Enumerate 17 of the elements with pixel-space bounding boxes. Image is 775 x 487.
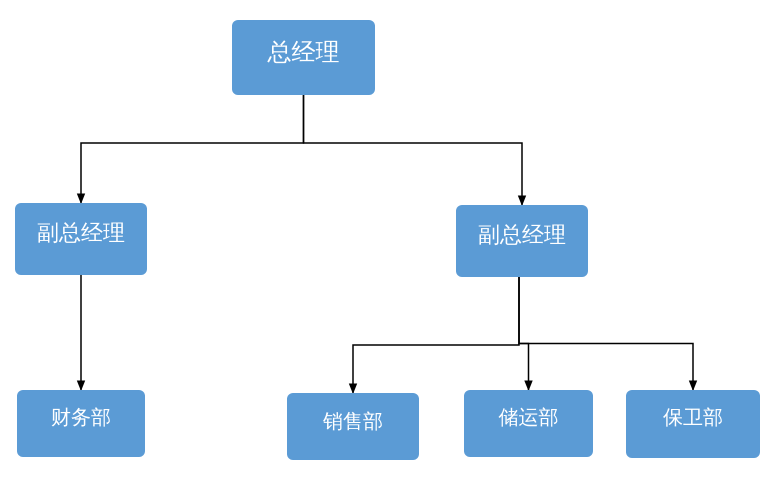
box-label: 副总经理 — [477, 222, 567, 250]
box-label: 财务部 — [50, 404, 112, 431]
org-box — [17, 390, 145, 457]
arrow — [76, 275, 86, 392]
arrow — [518, 277, 698, 392]
org-box — [287, 393, 419, 460]
box-label: 储运部 — [498, 404, 560, 431]
box-label: 销售部 — [322, 408, 384, 435]
org-box — [232, 20, 375, 95]
box-label: 保卫部 — [662, 404, 724, 431]
box-label: 总经理 — [266, 37, 340, 68]
org-box — [456, 205, 588, 277]
box-label: 副总经理 — [36, 220, 126, 248]
org-box — [15, 203, 147, 275]
arrow — [302, 95, 526, 206]
org-box — [626, 390, 760, 458]
org-box — [464, 390, 593, 457]
